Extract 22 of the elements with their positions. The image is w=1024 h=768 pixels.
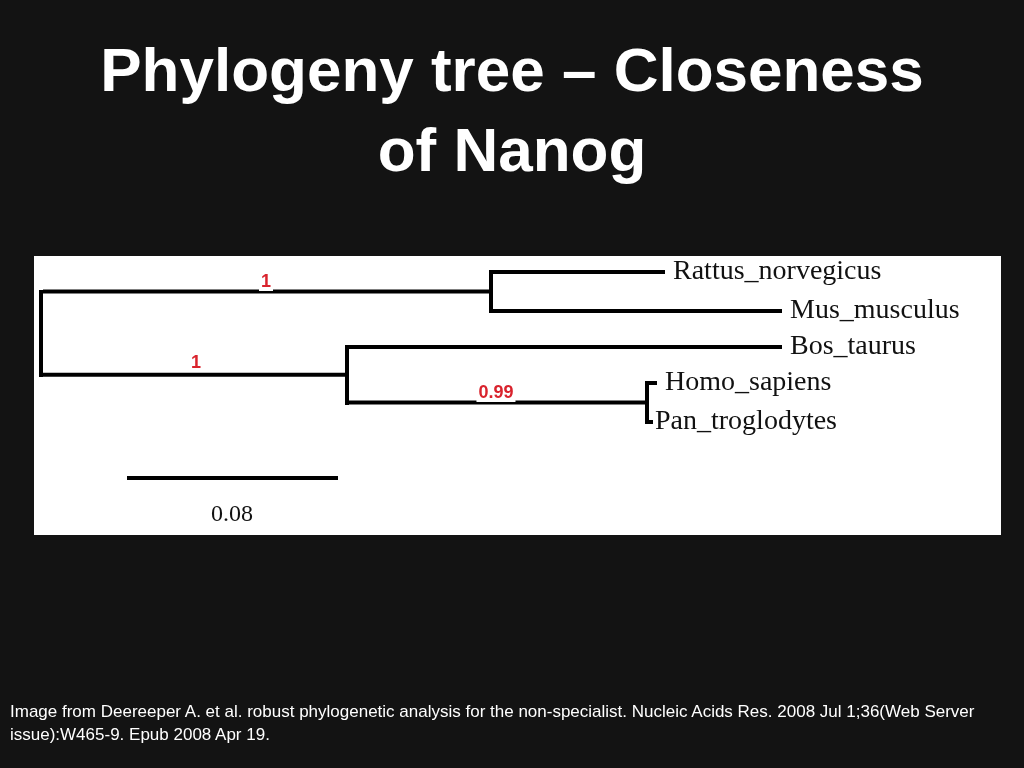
branch-line <box>493 270 665 274</box>
branch-line <box>43 289 489 294</box>
taxon-label: Bos_taurus <box>782 330 916 360</box>
branch-line <box>43 372 345 377</box>
support-value: 0.99 <box>476 382 516 402</box>
scale-value: 0.08 <box>211 499 253 527</box>
branch-line <box>649 381 657 385</box>
branch-line <box>349 345 782 349</box>
support-value: 1 <box>259 271 273 291</box>
slide-title: Phylogeny tree – Closeness of Nanog <box>99 34 925 186</box>
branch-junction <box>489 270 493 313</box>
taxon-label: Rattus_norvegicus <box>665 255 882 285</box>
branch-line <box>349 400 645 405</box>
branch-junction <box>345 345 349 405</box>
branch-junction <box>645 381 649 424</box>
branch-line <box>649 420 653 424</box>
citation-caption: Image from Deereeper A. et al. robust phylogenetic analysis for the non-specialist. Nucleic Acids Res. 2008 Jul 1;36(Web Server issue):W465-9. Epub 2008 Apr 19. <box>10 701 976 746</box>
branch-junction <box>39 289 43 377</box>
taxon-label: Mus_musculus <box>782 294 960 324</box>
taxon-label: Homo_sapiens <box>657 366 832 396</box>
taxon-label: Pan_troglodytes <box>653 405 837 435</box>
branch-line <box>493 309 782 313</box>
